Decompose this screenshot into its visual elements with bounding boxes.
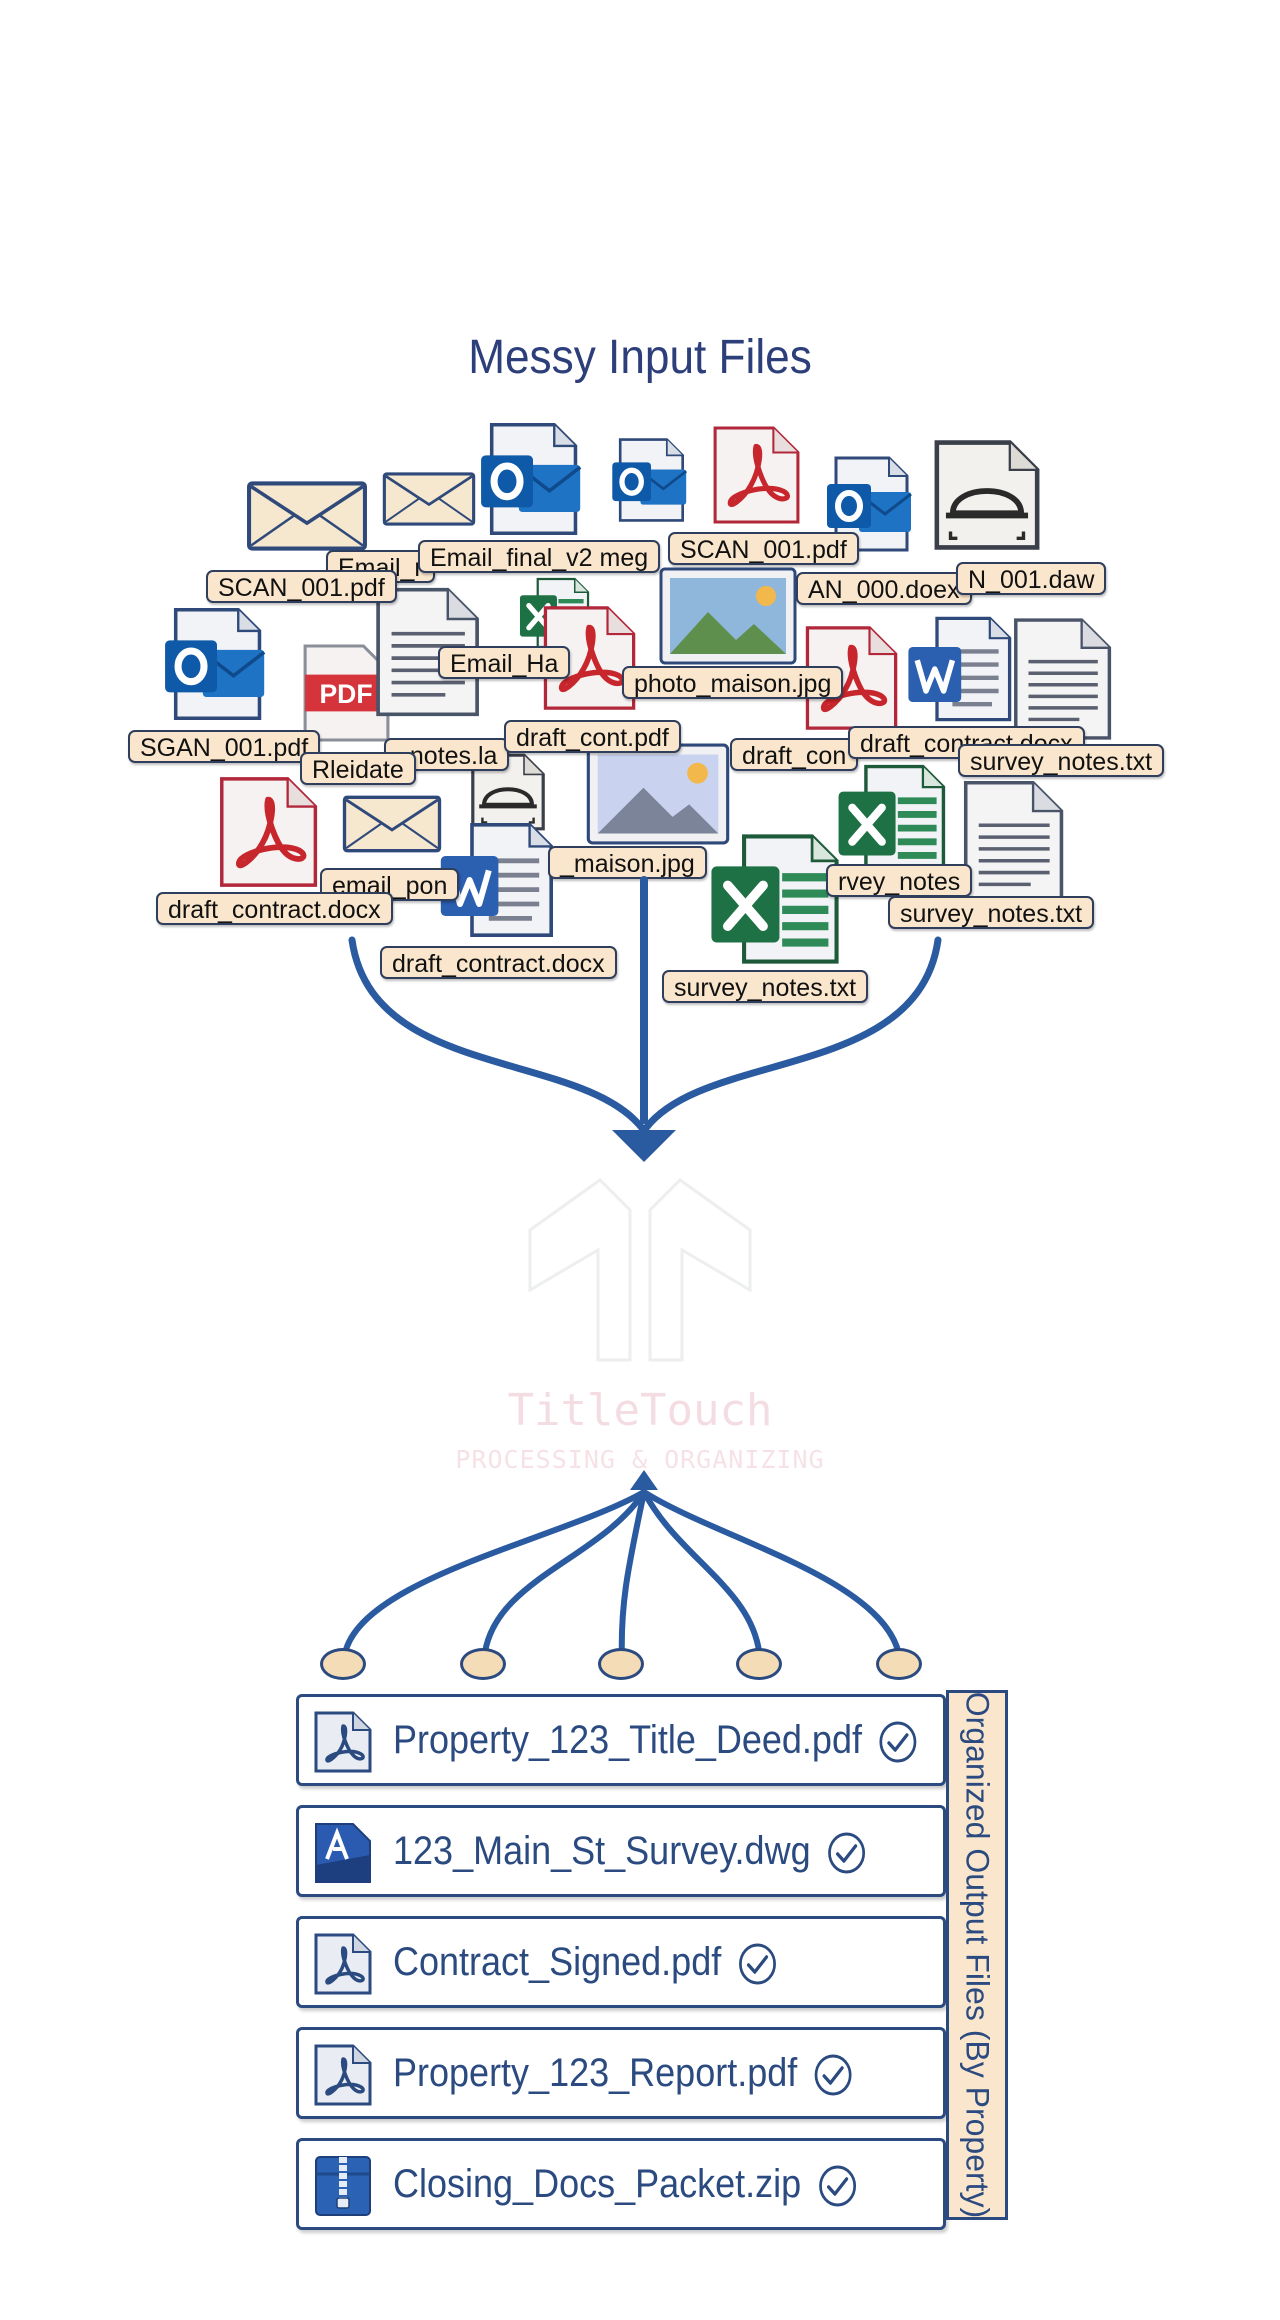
check-circle-icon — [878, 1720, 918, 1764]
input-file-label: SGAN_001.pdf — [128, 730, 321, 763]
logo-tagline: PROCESSING & ORGANIZING — [455, 1445, 825, 1474]
input-file-label: survey_notes.txt — [888, 896, 1095, 929]
check-circle-icon — [827, 1831, 867, 1875]
check-circle-icon — [813, 2053, 853, 2097]
input-file-label: SCAN_001.pdf — [668, 532, 859, 565]
branch-line — [341, 1489, 647, 1663]
input-file-label: draft_cont.pdf — [504, 720, 681, 753]
zip-icon — [313, 2154, 373, 2218]
autocad-icon — [313, 1821, 373, 1885]
input-file-label: Email_r — [326, 550, 435, 583]
input-file-label: draft_con — [730, 738, 859, 771]
branch-line — [641, 1489, 763, 1663]
input-file-label: draft_contract.docx — [156, 892, 393, 925]
pdf-icon — [313, 1932, 373, 1996]
output-panel-label-tab: Organized Output Files (By Property) — [946, 1690, 1008, 2220]
input-section-title: Messy Input Files — [468, 331, 812, 384]
input-file-label: draft_contract.docx — [380, 946, 617, 979]
input-file-label: Email_Ha — [438, 646, 571, 679]
input-file-label: Rleidate — [300, 752, 416, 785]
input-file-label: survey_notes.txt — [662, 970, 869, 1003]
input-file-label: N_001.daw — [956, 562, 1107, 595]
output-file-row[interactable]: Contract_Signed.pdf — [296, 1916, 946, 2008]
output-file-row[interactable]: Closing_Docs_Packet.zip — [296, 2138, 946, 2230]
output-file-name: Property_123_Title_Deed.pdf — [393, 1718, 862, 1762]
pdf-icon — [313, 1710, 373, 1774]
branch-line — [641, 1489, 903, 1663]
input-file-label: Email_final_v2 meg — [418, 540, 661, 573]
output-file-name: Closing_Docs_Packet.zip — [393, 2162, 802, 2206]
check-circle-icon — [817, 2164, 857, 2208]
branch-line — [481, 1489, 647, 1663]
diverging-branches — [341, 1470, 903, 1663]
output-panel-label: Organized Output Files (By Property) — [959, 1691, 996, 2219]
input-file-label: survey_notes.txt — [958, 744, 1165, 777]
logo-name: TitleTouch — [507, 1385, 773, 1436]
output-file-name: Property_123_Report.pdf — [393, 2051, 798, 2095]
arrow-icon — [612, 1130, 676, 1162]
branch-line — [618, 1489, 647, 1663]
converging-arrows — [348, 876, 942, 1162]
input-file-label: _maison.jpg — [548, 846, 707, 879]
output-file-name: 123_Main_St_Survey.dwg — [393, 1829, 811, 1873]
check-circle-icon — [737, 1942, 777, 1986]
input-file-label: SCAN_001.pdf — [206, 570, 397, 603]
branch-connector — [460, 1648, 506, 1680]
output-file-name: Contract_Signed.pdf — [393, 1940, 722, 1984]
output-file-row[interactable]: Property_123_Report.pdf — [296, 2027, 946, 2119]
branch-connector — [598, 1648, 644, 1680]
input-file-label: AN_000.doex — [796, 572, 972, 605]
output-file-row[interactable]: 123_Main_St_Survey.dwg — [296, 1805, 946, 1897]
branch-connector — [876, 1648, 922, 1680]
branch-connector — [736, 1648, 782, 1680]
input-file-label: photo_maison.jpg — [622, 666, 844, 699]
output-file-row[interactable]: Property_123_Title_Deed.pdf — [296, 1694, 946, 1786]
titletouch-logo-mark — [528, 1178, 752, 1362]
branch-connector — [320, 1648, 366, 1680]
pdf-icon — [313, 2043, 373, 2107]
